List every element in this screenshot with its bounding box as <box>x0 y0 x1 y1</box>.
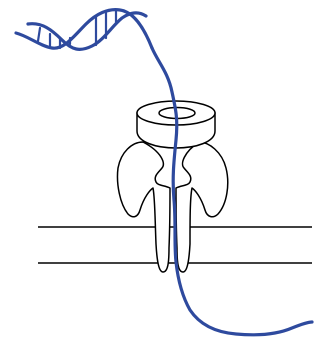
dna-helix-strand-2 <box>28 13 146 50</box>
dna <box>16 10 312 335</box>
dna-helix-strand-1 <box>16 10 152 49</box>
base-pair <box>38 28 40 41</box>
channel-right-lobe <box>176 142 228 272</box>
channel-left-lobe <box>117 142 170 272</box>
